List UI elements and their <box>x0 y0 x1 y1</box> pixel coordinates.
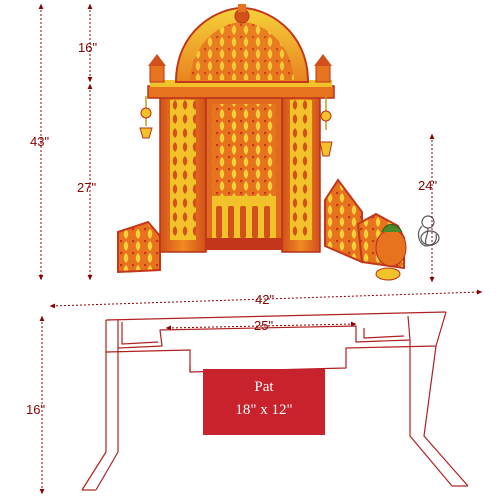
finial-left <box>148 54 166 83</box>
pat-label: Pat <box>254 379 274 395</box>
canopy-ledge <box>147 85 335 99</box>
pat-size: 18" x 12" <box>235 402 293 418</box>
bell-right-icon <box>319 96 333 157</box>
kalash-icon <box>375 224 407 281</box>
finial-right <box>314 54 332 83</box>
dimension-lines <box>38 3 483 495</box>
temple-illustration <box>117 4 440 281</box>
balustrade <box>216 206 270 238</box>
label-inner-width: 25" <box>254 318 274 333</box>
label-stand-height: 16" <box>26 402 46 417</box>
pat-size-box: Pat 18" x 12" <box>203 369 325 435</box>
label-total-width: 42" <box>255 292 275 307</box>
label-total-height: 43" <box>30 134 50 149</box>
dim-line-inner-width <box>165 321 357 331</box>
right-side-panel <box>324 178 363 264</box>
dim-line-total-width <box>49 289 483 309</box>
label-mid-height: 27" <box>77 180 97 195</box>
label-top-height: 16" <box>78 40 98 55</box>
left-side-panel <box>117 220 161 274</box>
stand-outline <box>81 311 469 491</box>
label-side-height: 24" <box>418 178 438 193</box>
ganesha-icon <box>417 215 440 247</box>
bell-left-icon <box>139 96 153 139</box>
